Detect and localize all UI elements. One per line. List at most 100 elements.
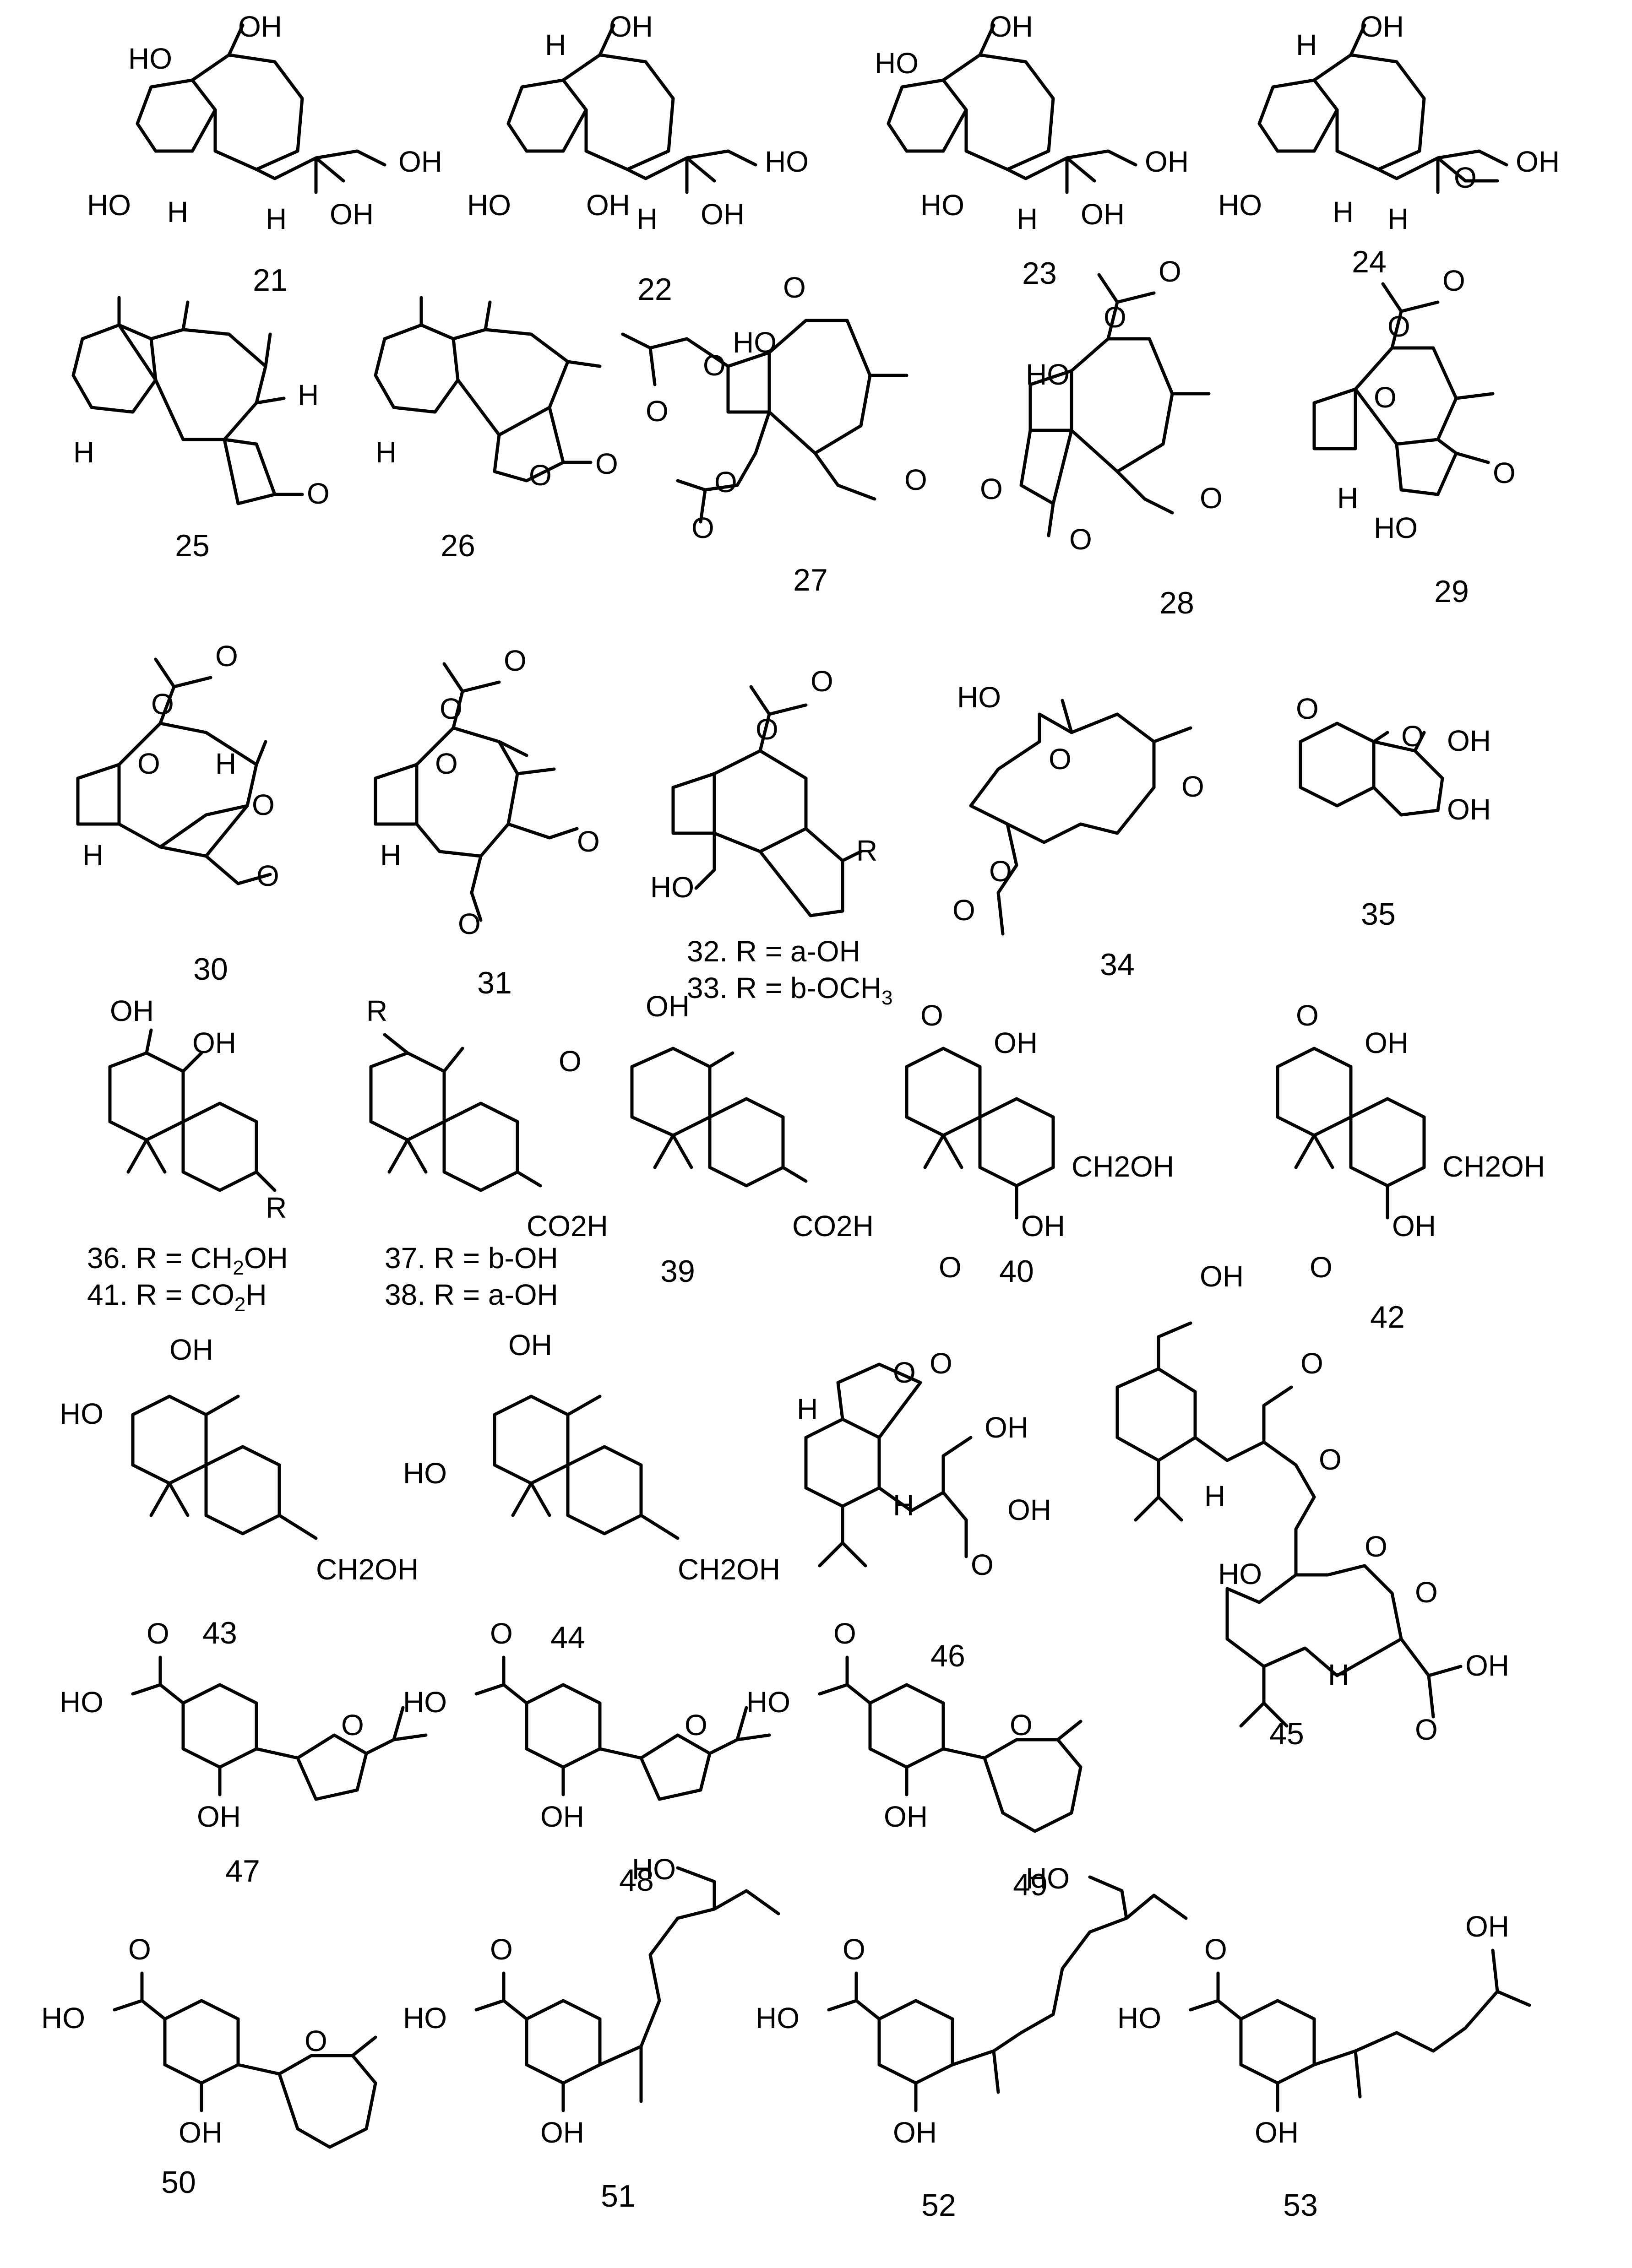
compound-number: 31 (477, 966, 512, 1000)
structure-46: O O H OH H OH O 46 (797, 1347, 1051, 1673)
atom-label: OH (701, 198, 745, 231)
atom-label: OH (1447, 724, 1491, 757)
atom-label: O (1010, 1709, 1033, 1742)
atom-label: O (1387, 310, 1410, 343)
atom-label: HO (60, 1397, 103, 1430)
atom-label: CH2OH (1442, 1150, 1545, 1183)
compound-number: 46 (930, 1639, 965, 1673)
atom-label: OH (110, 994, 154, 1027)
atom-label: O (1401, 720, 1424, 753)
atom-label: O (1300, 1347, 1323, 1380)
atom-label: OH (330, 198, 374, 231)
compound-number: 49 (1013, 1867, 1048, 1902)
atom-label: OH (179, 2116, 223, 2149)
structure-30: O O O H O H O 30 (76, 640, 279, 987)
atom-label: O (128, 1933, 151, 1966)
atom-label: OH (540, 1800, 584, 1833)
structure-53: O HO OH OH 53 (1117, 1910, 1531, 2223)
compound-number: 27 (793, 563, 828, 597)
compound-number: 39 (660, 1254, 695, 1289)
atom-label: OH (169, 1333, 213, 1366)
atom-label: O (252, 788, 275, 821)
atom-label: O (305, 2024, 327, 2057)
atom-label: H (1337, 482, 1358, 515)
atom-label: H (215, 747, 236, 780)
atom-label: OH (1021, 1210, 1065, 1243)
atom-label: OH (1145, 145, 1189, 178)
atom-label: OH (192, 1026, 236, 1059)
atom-label: O (811, 665, 833, 698)
atom-label: O (1415, 1576, 1438, 1609)
atom-label: O (920, 999, 943, 1032)
atom-label: HO (1026, 358, 1070, 391)
atom-label: O (646, 395, 669, 428)
atom-label: O (1319, 1443, 1342, 1476)
atom-label: H (1328, 1658, 1349, 1691)
structure-24: H OH OH HO H H O 24 (1218, 10, 1560, 279)
compound-number: 24 (1352, 244, 1387, 279)
atom-label: H (380, 839, 401, 872)
atom-label: H (266, 202, 287, 235)
compound-number: 25 (175, 528, 210, 563)
compound-number: 42 (1370, 1300, 1405, 1335)
compound-number: 35 (1361, 897, 1396, 932)
atom-label: O (1365, 1530, 1387, 1563)
structure-43: OH HO CH2OH 43 (60, 1333, 419, 1650)
compound-number: 48 (619, 1863, 654, 1898)
atom-label: OH (989, 10, 1033, 43)
atom-label: H (545, 28, 566, 61)
atom-label: O (714, 466, 737, 499)
atom-label: O (595, 447, 618, 480)
atom-label: CO2H (792, 1210, 874, 1243)
atom-label: OH (1465, 1649, 1509, 1682)
atom-label: H (1333, 195, 1354, 228)
atom-label: O (307, 477, 330, 510)
compound-number: 38. R = a-OH (385, 1278, 558, 1311)
atom-label: O (893, 1356, 916, 1389)
structure-51: O HO HO OH 51 (403, 1853, 780, 2214)
structure-26: H O O 26 (374, 296, 618, 563)
structure-50: O HO O OH 50 (41, 1933, 377, 2200)
atom-label: OH (586, 189, 630, 222)
atom-label: OH (994, 1026, 1038, 1059)
atom-label: O (490, 1933, 513, 1966)
atom-label: H (73, 436, 94, 469)
atom-label: HO (756, 2002, 800, 2035)
compound-number: 40 (999, 1254, 1034, 1289)
atom-label: OH (985, 1411, 1028, 1444)
structure-34: HO O O O O 34 (952, 681, 1204, 982)
atom-label: O (256, 859, 279, 892)
structure-31: O O O H O O 31 (374, 644, 600, 1000)
atom-label: O (783, 271, 806, 304)
atom-label: O (833, 1617, 856, 1650)
atom-label: OH (609, 10, 653, 43)
compound-number: 53 (1283, 2188, 1318, 2223)
atom-label: HO (632, 1853, 676, 1886)
atom-label: O (1442, 264, 1465, 297)
atom-label: HO (87, 189, 131, 222)
atom-label: HO (733, 326, 777, 359)
compound-number: 51 (601, 2179, 636, 2214)
atom-label: O (559, 1045, 582, 1078)
atom-label: O (1374, 381, 1397, 414)
atom-label: CH2OH (316, 1553, 419, 1586)
atom-label: O (952, 894, 975, 927)
atom-label: R (266, 1191, 287, 1224)
structure-32-33: O O HO R 32. R = a-OH 33. R = b-OCH3 (650, 665, 893, 1009)
compound-number: 29 (1434, 574, 1469, 609)
atom-label: HO (403, 2002, 447, 2035)
structure-40: O OH CH2OH O OH 40 (905, 999, 1174, 1289)
atom-label: O (843, 1933, 865, 1966)
atom-label: R (856, 834, 877, 867)
atom-label: O (1159, 255, 1181, 288)
structure-27: HO O O O O O O 27 (621, 271, 927, 597)
structure-22: H OH OH HO HO H OH 22 (467, 10, 809, 307)
atom-label: O (1069, 523, 1092, 556)
compound-number: 37. R = b-OH (385, 1242, 558, 1275)
compound-number: 43 (202, 1616, 237, 1650)
atom-label: R (366, 994, 387, 1027)
atom-label: O (151, 688, 174, 721)
structure-29: O O O H HO O 29 (1312, 264, 1516, 609)
atom-label: O (440, 692, 462, 725)
